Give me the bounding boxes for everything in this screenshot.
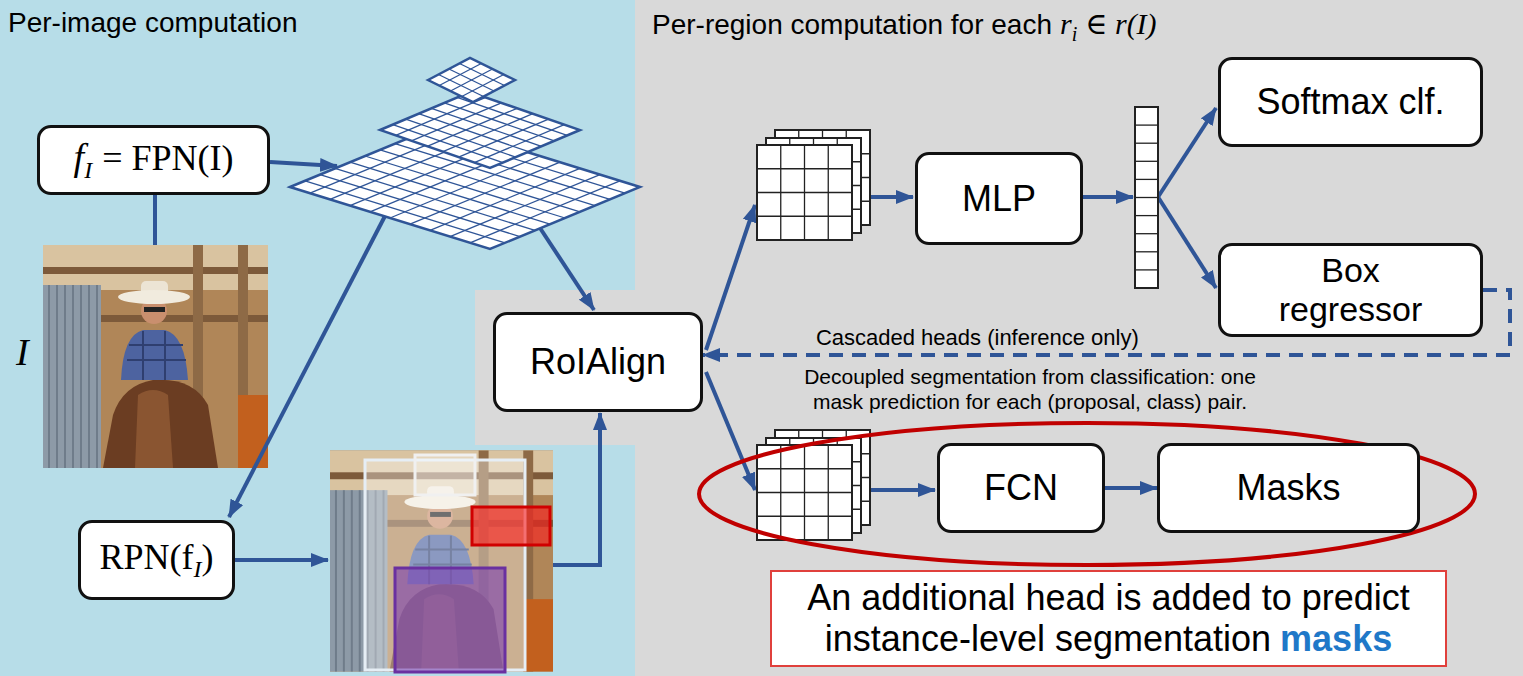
feature-map xyxy=(757,445,852,540)
callout-box: An additional head is added to predict i… xyxy=(770,570,1447,667)
grid-line xyxy=(1135,124,1158,125)
node-text: I xyxy=(84,157,92,183)
grid-line xyxy=(451,69,493,91)
feature-map xyxy=(1135,107,1158,288)
node-text: Box regressor xyxy=(1279,251,1423,328)
edge-label: Cascaded heads (inference only) xyxy=(812,325,1143,350)
grid-line xyxy=(1135,161,1158,162)
arrow xyxy=(235,558,328,562)
panel-heading: Per-image computation xyxy=(8,6,297,40)
grid-line xyxy=(757,468,852,469)
box-text: Masks xyxy=(1236,467,1340,508)
node-text: I xyxy=(194,556,202,582)
box-text: fI = FPN(I) xyxy=(74,136,234,185)
grid-line xyxy=(757,168,852,169)
label-holder: I xyxy=(16,330,29,374)
box-text: RPN(fI) xyxy=(99,537,213,584)
node-text: FCN xyxy=(984,467,1058,508)
masks-box: Masks xyxy=(1157,443,1420,533)
grid-line xyxy=(449,69,494,91)
node-text: f xyxy=(74,136,85,178)
grid-line xyxy=(1135,179,1158,180)
grid-line xyxy=(757,516,852,517)
box-text: RoIAlign xyxy=(530,341,666,382)
node-text: Per-region computation for each xyxy=(652,9,1052,40)
grid-line xyxy=(1135,233,1158,234)
node-text: ∈ r(I) xyxy=(1085,7,1156,40)
node-text: = FPN(I) xyxy=(102,138,233,178)
box-text: An additional head is added to predict i… xyxy=(786,577,1431,660)
box-text: Box regressor xyxy=(1251,251,1451,329)
box-text: FCN xyxy=(984,467,1058,508)
proposal-box xyxy=(415,455,475,495)
mlp-box: MLP xyxy=(915,152,1083,245)
node-text: MLP xyxy=(962,178,1036,219)
node-text: r xyxy=(1060,7,1072,40)
edge-label-holder: Cascaded heads (inference only) xyxy=(812,325,1143,351)
grid-line xyxy=(1135,215,1158,216)
rpn-box: RPN(fI) xyxy=(78,520,235,600)
fcn-box: FCN xyxy=(937,443,1105,533)
box-text: MLP xyxy=(962,178,1036,219)
grid-line xyxy=(1135,143,1158,144)
feature-map xyxy=(757,145,852,240)
node-text: Per-image computation xyxy=(8,7,297,38)
roialign-box: RoIAlign xyxy=(493,312,703,412)
fpn-box: fI = FPN(I) xyxy=(37,125,270,195)
proposal-box xyxy=(472,507,550,545)
input-photo xyxy=(43,245,268,468)
node-text: Softmax clf. xyxy=(1256,81,1444,122)
image-label: I xyxy=(16,331,29,373)
connector xyxy=(1105,486,1157,490)
classifier-box: Softmax clf. xyxy=(1218,57,1483,147)
arrow xyxy=(1083,195,1133,199)
regressor-box: Box regressor xyxy=(1218,243,1483,337)
proposal-box xyxy=(395,568,505,672)
note-label: Decoupled segmentation from classificati… xyxy=(804,365,1256,413)
node-text: i xyxy=(1072,23,1078,45)
node-text: ) xyxy=(202,537,214,577)
label-holder: Decoupled segmentation from classificati… xyxy=(755,364,1305,414)
node-text: RPN(f xyxy=(99,537,193,577)
node-text: Masks xyxy=(1236,467,1340,508)
link-line xyxy=(153,195,157,245)
proposal-image xyxy=(330,450,553,671)
grid-line xyxy=(430,168,580,230)
grid-line xyxy=(1135,251,1158,252)
grid-line xyxy=(1135,269,1158,270)
grid-line xyxy=(757,192,852,193)
panel-shape xyxy=(475,0,1523,676)
node-text: RoIAlign xyxy=(530,341,666,382)
panel-heading: Per-region computation for each ri ∈ r(I) xyxy=(652,6,1157,46)
grid-line xyxy=(757,492,852,493)
proposal-photo xyxy=(330,450,553,672)
grid-line xyxy=(757,216,852,217)
box-text: Softmax clf. xyxy=(1256,81,1444,122)
grid-line xyxy=(1135,197,1158,198)
node-text: masks xyxy=(1280,618,1392,659)
